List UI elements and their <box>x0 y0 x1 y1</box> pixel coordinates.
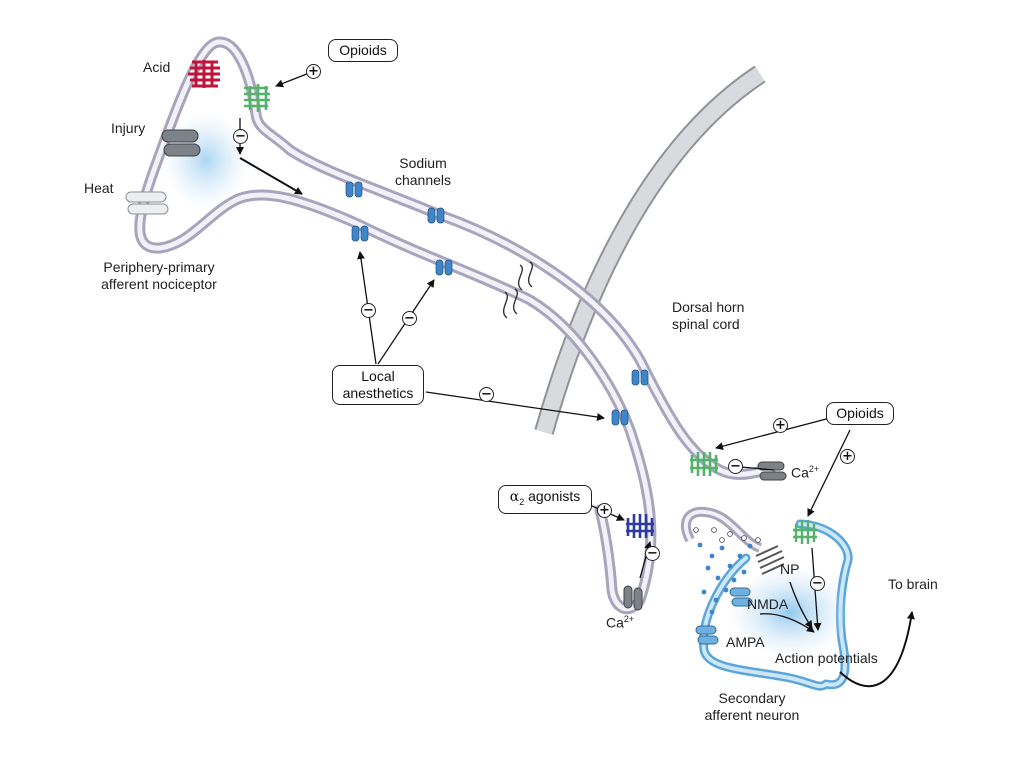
ampa-label: AMPA <box>726 634 765 650</box>
periphery-glow <box>164 112 248 208</box>
ca-spinal-base: Ca <box>791 464 809 481</box>
axon-break-mark <box>517 261 533 291</box>
periphery-label: Periphery-primary afferent nociceptor <box>84 259 234 293</box>
dorsal-horn-label: Dorsal horn spinal cord <box>672 299 744 333</box>
ca-alpha2-sup: 2+ <box>623 614 635 624</box>
injury-receptor <box>161 129 201 157</box>
heat-label: Heat <box>84 180 114 196</box>
ca-spinal-label: Ca2+ <box>791 461 819 482</box>
alpha2-receptor <box>626 514 654 538</box>
neurotransmitter-vesicles <box>697 542 753 615</box>
action-potentials-label: Action potentials <box>775 650 878 666</box>
minus-sign-la-3: − <box>479 387 494 402</box>
np-receptor <box>755 545 785 575</box>
arrows <box>236 71 915 688</box>
local-anesthetics-box: Local anesthetics <box>332 365 424 405</box>
opioid-receptor-periphery <box>244 84 270 112</box>
periphery-line2: afferent nociceptor <box>101 276 217 292</box>
sodium-channels-label: Sodium channels <box>388 155 458 189</box>
nmda-receptor <box>729 587 753 607</box>
sodium-channels-line2: channels <box>394 172 452 188</box>
plus-sign-alpha2: + <box>597 503 612 518</box>
secondary-neuron-label: Secondary afferent neuron <box>692 690 812 724</box>
minus-sign-secondary: − <box>810 576 825 591</box>
alpha-symbol: α <box>509 489 520 505</box>
opioids-right-box: Opioids <box>826 402 894 425</box>
to-brain-label: To brain <box>888 576 938 592</box>
periphery-line1: Periphery-primary <box>103 259 215 275</box>
sodium-channels-line1: Sodium <box>399 155 447 171</box>
plus-sign-opioids-right-1: + <box>773 418 788 433</box>
minus-sign-periphery: − <box>233 129 248 144</box>
opioid-receptor-spinal <box>690 452 718 476</box>
ca-alpha2-label: Ca2+ <box>606 611 634 632</box>
sodium-channels <box>345 181 649 426</box>
opioids-top-box: Opioids <box>328 39 398 62</box>
acid-label: Acid <box>143 59 171 75</box>
ca-channel-alpha2 <box>623 585 643 611</box>
alpha-subscript: 2 <box>519 496 525 507</box>
local-anesthetics-line2: anesthetics <box>342 385 414 401</box>
ca-channel-spinal <box>757 461 787 481</box>
np-label: NP <box>780 561 800 577</box>
acid-receptor <box>188 60 220 88</box>
alpha2-agonists-box: α2 agonists <box>498 485 592 514</box>
heat-receptor <box>125 191 169 215</box>
dorsal-horn-line1: Dorsal horn <box>672 299 745 315</box>
plus-sign-opioids-right-2: + <box>840 449 855 464</box>
minus-sign-alpha2: − <box>645 546 660 561</box>
local-anesthetics-line1: Local <box>361 368 395 384</box>
dorsal-horn-line2: spinal cord <box>672 316 740 332</box>
secondary-line2: afferent neuron <box>704 707 800 723</box>
minus-sign-la-2: − <box>402 311 417 326</box>
alpha2-text: agonists <box>524 488 581 504</box>
injury-label: Injury <box>111 120 146 136</box>
plus-sign-opioids-top: + <box>306 64 321 79</box>
minus-sign-la-1: − <box>361 303 376 318</box>
ampa-receptor <box>695 625 719 645</box>
ca-alpha2-base: Ca <box>606 614 624 631</box>
opioid-receptor-secondary <box>793 520 817 544</box>
nmda-label: NMDA <box>747 596 789 612</box>
ca-spinal-sup: 2+ <box>808 464 820 474</box>
minus-sign-ca-spinal: − <box>728 459 743 474</box>
secondary-line1: Secondary <box>718 690 786 706</box>
